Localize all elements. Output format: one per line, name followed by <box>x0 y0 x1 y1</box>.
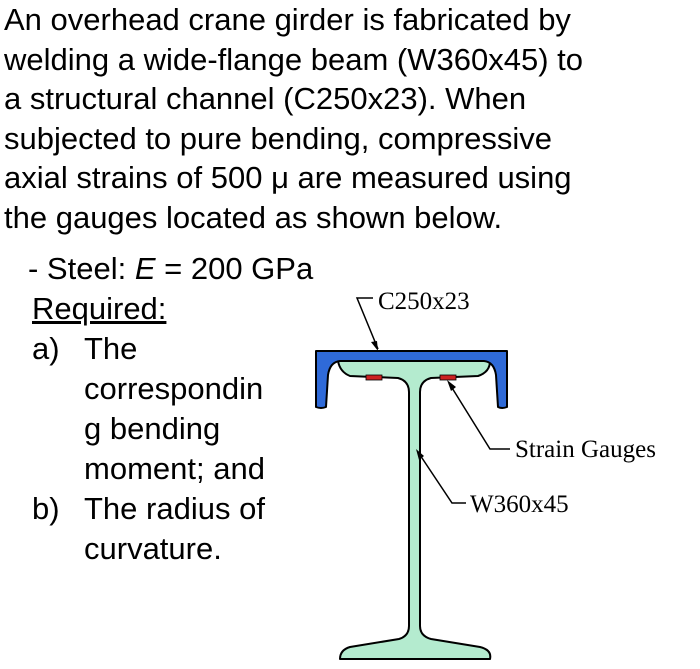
problem-line: subjected to pure bending, compressive <box>4 120 552 156</box>
item-label: a) <box>32 331 60 366</box>
problem-statement: An overhead crane girder is fabricated b… <box>4 0 696 237</box>
item-line: correspondin <box>84 371 264 406</box>
required-heading: Required: <box>32 291 167 326</box>
item-line: moment; and <box>84 451 265 486</box>
beam-label: W360x45 <box>470 491 569 518</box>
item-line: The radius of <box>84 491 265 526</box>
item-line: curvature. <box>84 531 222 566</box>
strain-gauge <box>439 374 457 381</box>
w-beam-section <box>337 360 492 660</box>
problem-line: axial strains of 500 μ are measured usin… <box>4 160 572 195</box>
given-symbol: E <box>134 251 156 286</box>
problem-line: An overhead crane girder is fabricated b… <box>4 2 571 37</box>
arrowhead-icon <box>416 449 424 460</box>
given-material: - Steel: E = 200 GPa <box>28 249 313 289</box>
leader-line-channel <box>355 297 379 350</box>
leader-line-gauges <box>448 382 510 450</box>
leader-line-beam <box>417 451 466 504</box>
item-line: g bending <box>84 411 221 446</box>
channel-label: C250x23 <box>378 288 470 315</box>
given-prefix: - Steel: <box>28 251 135 286</box>
item-line: The <box>84 331 138 366</box>
channel-section <box>315 350 508 409</box>
arrowhead-icon <box>447 380 456 391</box>
given-value: = 200 GPa <box>155 251 314 286</box>
problem-line: the gauges located as shown below. <box>4 199 503 235</box>
item-label: b) <box>32 491 60 526</box>
problem-line: a structural channel (C250x23). When <box>4 81 527 116</box>
strain-gauges-label: Strain Gauges <box>515 436 656 463</box>
strain-gauge <box>365 374 383 381</box>
arrowhead-icon <box>371 341 378 351</box>
problem-line: welding a wide-flange beam (W360x45) to <box>4 41 583 77</box>
